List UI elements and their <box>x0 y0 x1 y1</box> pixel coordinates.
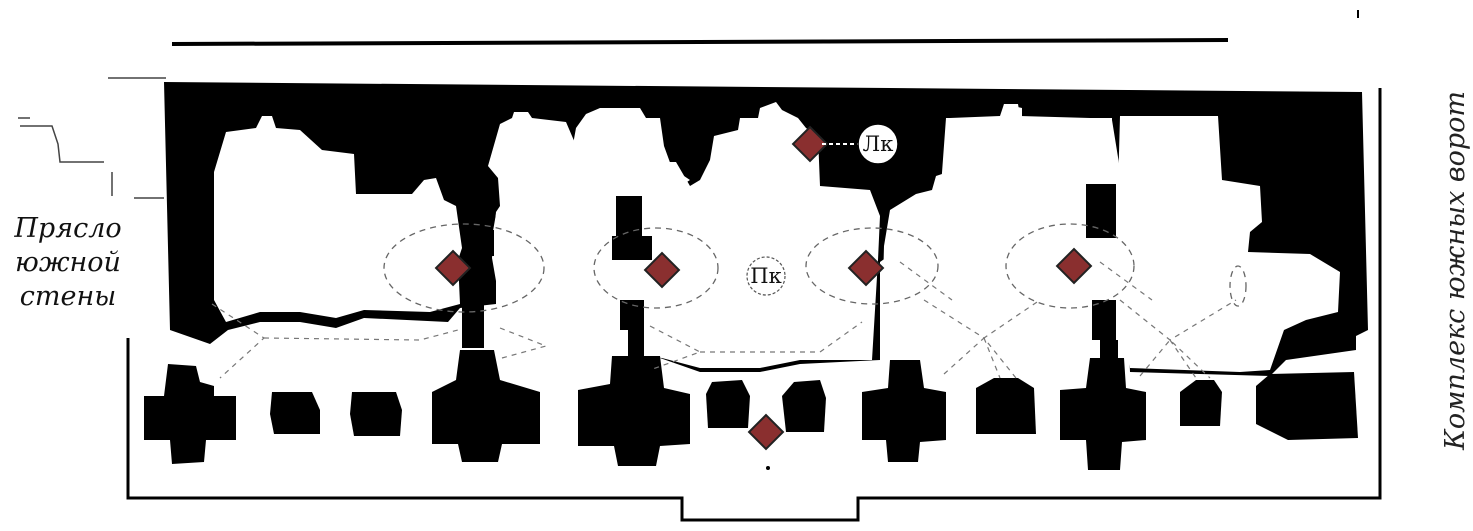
courtyard-1 <box>214 116 462 322</box>
top-line <box>171 38 1229 46</box>
tower-row <box>144 350 1358 470</box>
diamond-marker <box>791 125 829 163</box>
gate-dot <box>766 466 770 470</box>
diamond-marker <box>1055 247 1093 285</box>
diamond-marker <box>747 413 785 451</box>
label-south-wall-line-3: стены <box>19 281 117 312</box>
courtyard-2 <box>488 112 626 304</box>
label-south-gate-complex: Комплекс южных ворот <box>1436 30 1473 510</box>
courtyard-3 <box>640 102 880 368</box>
wall-passages <box>462 184 1118 368</box>
marker-lk-label: Лк <box>863 132 894 156</box>
left-ruin-lines <box>18 77 166 199</box>
diamond-marker <box>847 249 885 287</box>
diamond-marker <box>434 249 472 287</box>
label-south-gate-text: Комплекс южных ворот <box>1440 90 1472 450</box>
marker-lk: Лк <box>857 123 899 165</box>
diamond-markers <box>434 125 1093 451</box>
marker-pk-label: Пк <box>750 264 781 288</box>
dashed-vault-lines <box>211 261 1237 379</box>
marker-pk: Пк <box>746 256 786 296</box>
label-south-wall-line-2: южной <box>15 247 121 278</box>
label-south-wall: Прясло южной стены <box>4 212 132 314</box>
courtyard-4 <box>882 104 1112 376</box>
courtyard-5 <box>1118 116 1340 372</box>
outer-outline <box>126 88 1382 522</box>
dashed-ellipses <box>383 223 1247 313</box>
diamond-marker <box>643 251 681 289</box>
label-south-wall-line-1: Прясло <box>14 213 122 244</box>
